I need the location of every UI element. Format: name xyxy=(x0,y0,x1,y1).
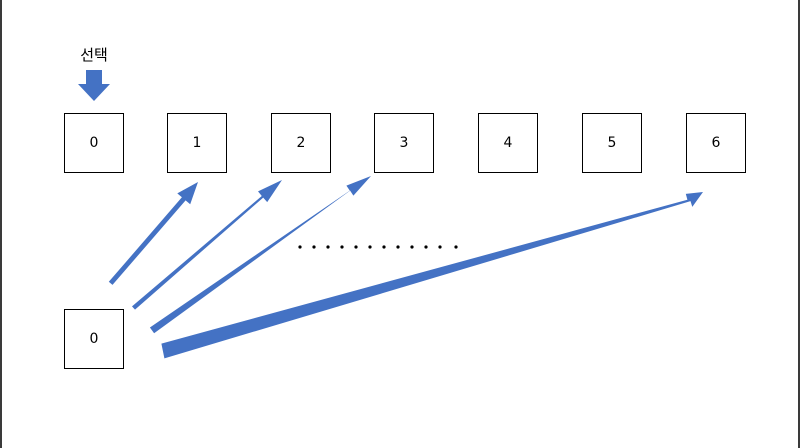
top-cell-2: 2 xyxy=(271,113,331,173)
top-cell-3: 3 xyxy=(374,113,434,173)
right-border xyxy=(798,0,800,448)
left-border xyxy=(0,0,2,448)
top-cell-0: 0 xyxy=(64,113,124,173)
top-cell-6: 6 xyxy=(686,113,746,173)
arrow-to-1 xyxy=(108,182,198,285)
top-cell-1: 1 xyxy=(167,113,227,173)
arrow-to-2 xyxy=(132,180,282,310)
select-arrow-down-icon xyxy=(78,70,110,101)
top-cell-4: 4 xyxy=(478,113,538,173)
source-cell: 0 xyxy=(64,309,124,369)
arrow-to-6 xyxy=(161,192,703,359)
select-label: 선택 xyxy=(80,46,108,64)
top-cell-5: 5 xyxy=(582,113,642,173)
arrow-to-3 xyxy=(149,176,371,334)
ellipsis-dots xyxy=(298,245,458,249)
